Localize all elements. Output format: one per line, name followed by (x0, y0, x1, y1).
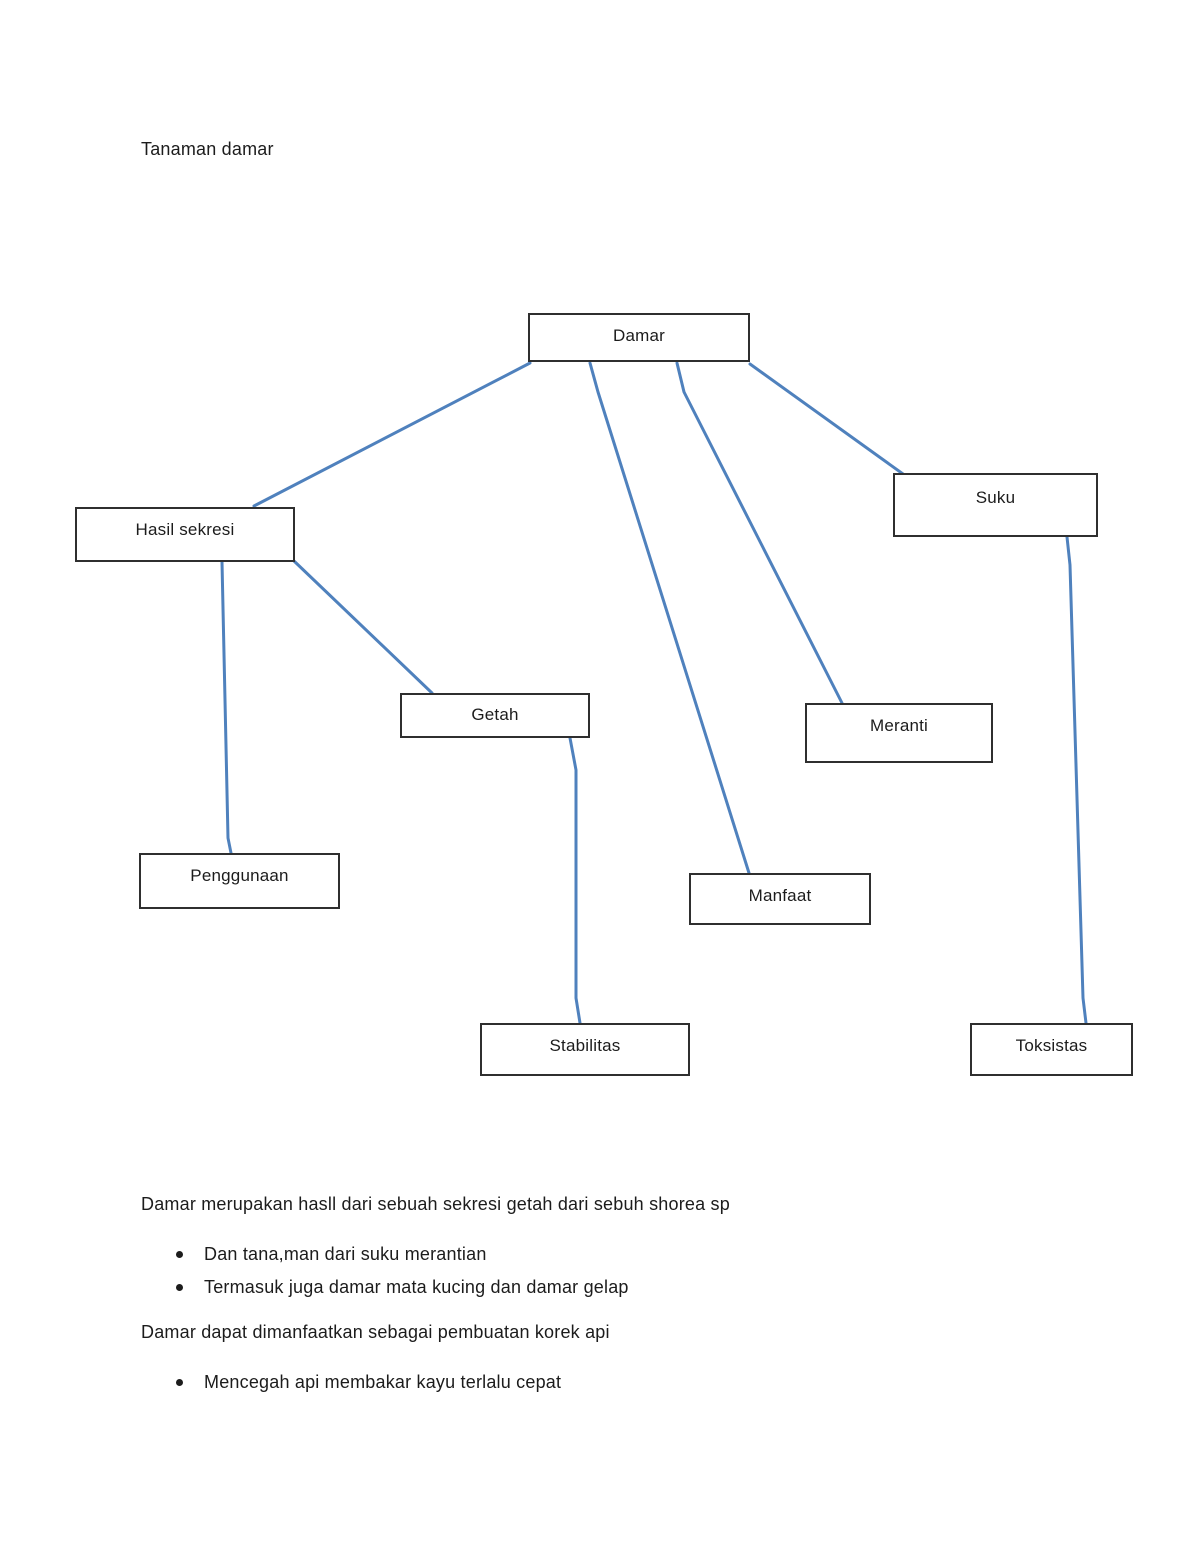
edge-hasil-sekresi-to-getah (292, 559, 434, 695)
node-label: Getah (471, 705, 519, 724)
bullet-item: Dan tana,man dari suku merantian (176, 1244, 487, 1265)
bullet-dot-icon (176, 1284, 183, 1291)
diagram-node-meranti: Meranti (805, 703, 993, 763)
node-label: Meranti (869, 716, 929, 735)
node-label: Damar (612, 326, 665, 345)
diagram-node-suku: Suku (893, 473, 1098, 537)
bullet-text: Mencegah api membakar kayu terlalu cepat (204, 1372, 562, 1392)
node-label: Stabilitas (549, 1036, 621, 1055)
edge-damar-to-suku (748, 362, 905, 476)
node-label: Penggunaan (190, 866, 289, 885)
body-paragraph-1: Damar merupakan hasll dari sebuah sekres… (141, 1194, 730, 1214)
node-label: Manfaat (748, 886, 812, 905)
edge-suku-to-toksistas (1065, 535, 1088, 1025)
node-label: Toksistas (1015, 1036, 1088, 1055)
bullet-item: Termasuk juga damar mata kucing dan dama… (176, 1277, 629, 1298)
bullet-text: Termasuk juga damar mata kucing dan dama… (204, 1277, 629, 1297)
page-title: Tanaman damar (141, 139, 274, 159)
edge-damar-to-meranti (675, 361, 844, 705)
diagram-node-hasil-sekresi: Hasil sekresi (75, 507, 295, 562)
diagram-node-toksistas: Toksistas (970, 1023, 1133, 1076)
bullet-dot-icon (176, 1379, 183, 1386)
diagram-node-penggunaan: Penggunaan (139, 853, 340, 909)
node-label: Suku (975, 488, 1016, 507)
diagram-node-manfaat: Manfaat (689, 873, 871, 925)
body-paragraph-2: Damar dapat dimanfaatkan sebagai pembuat… (141, 1322, 610, 1342)
diagram-node-damar: Damar (528, 313, 750, 362)
edge-damar-to-manfaat (588, 361, 751, 875)
diagram-node-stabilitas: Stabilitas (480, 1023, 690, 1076)
bullet-text: Dan tana,man dari suku merantian (204, 1244, 487, 1264)
bullet-item: Mencegah api membakar kayu terlalu cepat (176, 1372, 561, 1393)
edge-getah-to-stabilitas (568, 736, 582, 1025)
node-label: Hasil sekresi (135, 520, 235, 539)
edge-damar-to-hasil-sekresi (252, 361, 532, 508)
edge-hasil-sekresi-to-penggunaan (220, 560, 233, 855)
bullet-dot-icon (176, 1251, 183, 1258)
diagram-node-getah: Getah (400, 693, 590, 738)
